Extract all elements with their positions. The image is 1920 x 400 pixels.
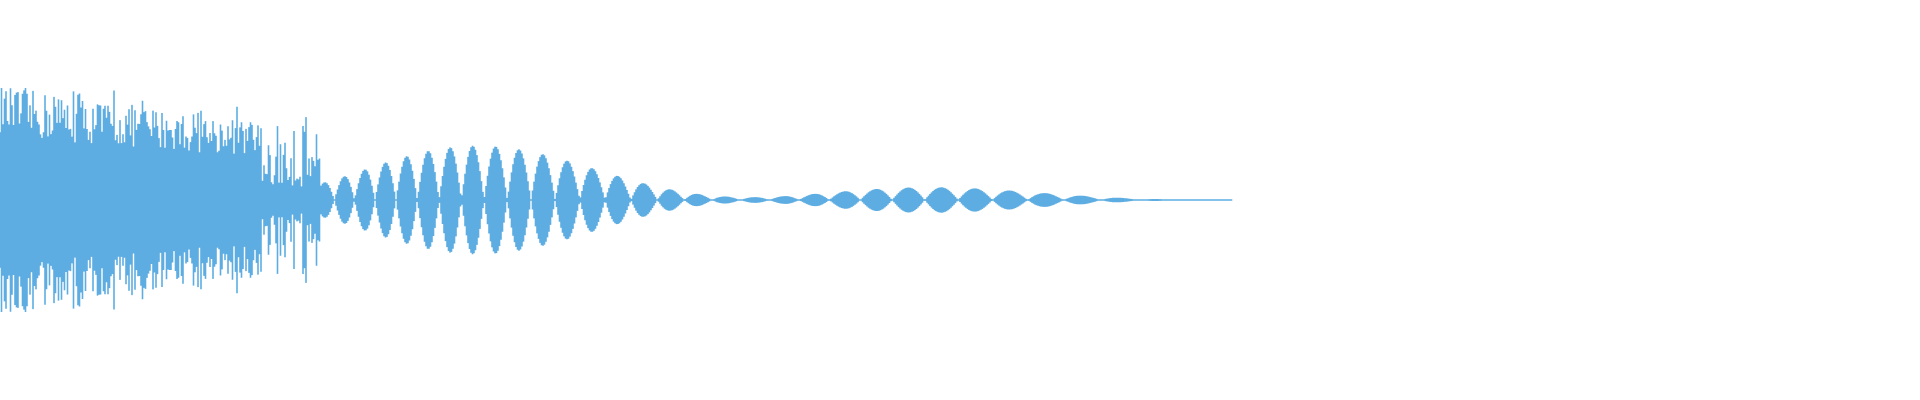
waveform-shape bbox=[0, 88, 1233, 312]
